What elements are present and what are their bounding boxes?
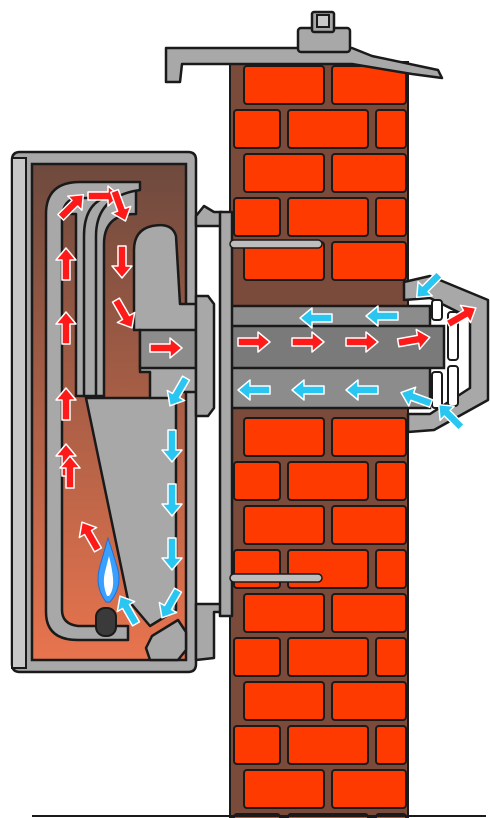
brick [234,462,280,500]
brick [234,726,280,764]
brick [244,682,324,720]
brick [376,198,406,236]
terminal-slot [448,366,458,406]
brick [332,682,406,720]
brick [244,418,324,456]
terminal-slot [432,300,442,320]
brick [288,462,368,500]
brick [234,638,280,676]
brick [244,506,324,544]
brick [288,198,368,236]
brick [332,506,406,544]
brick [376,638,406,676]
cap-bolt-head [317,15,329,27]
brick [288,110,368,148]
brick [332,770,406,808]
terminal-slot [432,372,442,408]
flue-collar [196,296,214,416]
burner-icon [96,608,116,636]
brick [376,726,406,764]
brick [332,418,406,456]
brick [288,638,368,676]
brick [244,594,324,632]
brick [244,154,324,192]
brick [288,726,368,764]
brick [332,154,406,192]
brick-wall [230,62,408,818]
upper-anchor-bolt [230,240,322,248]
wall-spacer [220,212,232,616]
brick [376,462,406,500]
brick [332,242,406,280]
brick [234,198,280,236]
casing-side-strip [12,158,26,668]
brick [332,594,406,632]
lower-anchor-bolt [230,574,322,582]
wall-bricks [234,66,406,818]
brick [244,66,324,104]
brick [234,110,280,148]
brick [376,110,406,148]
brick [244,770,324,808]
brick [376,550,406,588]
